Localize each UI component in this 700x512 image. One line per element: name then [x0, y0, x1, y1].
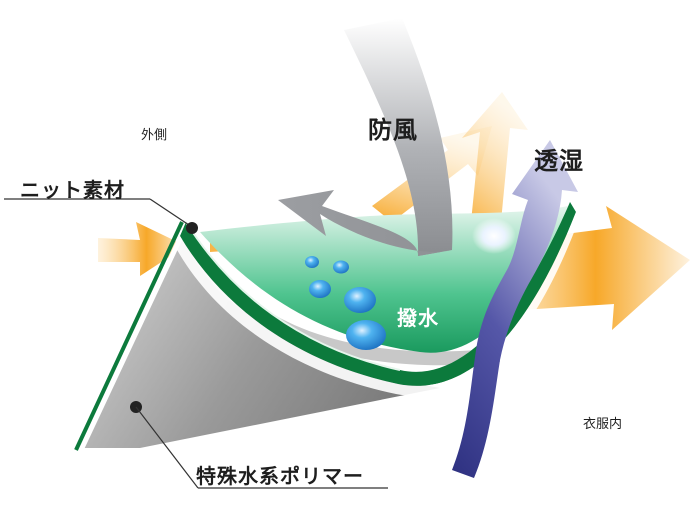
- water-drop-icon: [344, 287, 376, 313]
- windproof-label: 防風: [368, 116, 418, 144]
- water-repellent-label: 撥水: [397, 306, 439, 330]
- breathable-label: 透湿: [534, 147, 584, 175]
- inside-label: 衣服内: [583, 417, 623, 432]
- orange-arrow-up-icon: [462, 92, 528, 232]
- water-droplets: [305, 256, 386, 350]
- outside-label: 外側: [141, 128, 168, 143]
- knit-material-label: ニット素材: [20, 178, 125, 202]
- water-drop-icon: [346, 320, 386, 350]
- water-drop-icon: [333, 260, 349, 274]
- water-drop-icon: [309, 280, 331, 298]
- breathable-arrow-icon: [452, 140, 578, 478]
- water-drop-icon: [305, 256, 319, 268]
- knit-callout: [4, 198, 198, 234]
- windproof-arrow-icon: [278, 18, 453, 256]
- polymer-callout: [130, 401, 388, 489]
- polymer-label: 特殊水系ポリマー: [196, 464, 364, 488]
- knit-layer-shape: [176, 202, 578, 396]
